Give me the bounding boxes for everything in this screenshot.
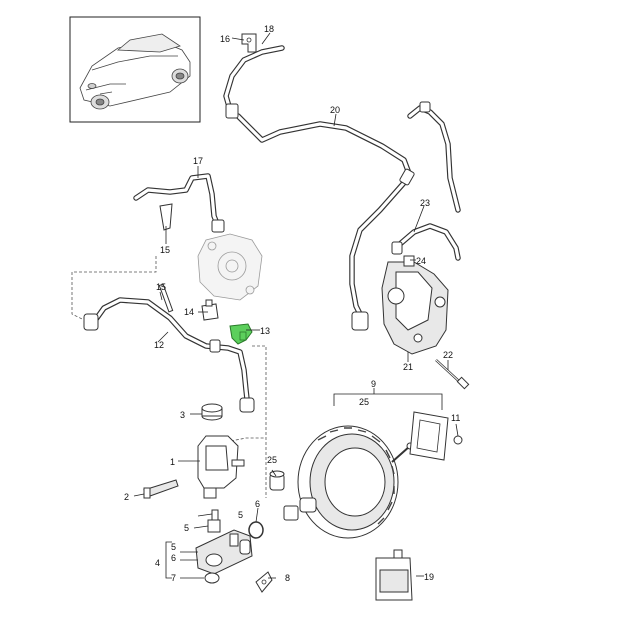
vacuum-hose-23 bbox=[391, 223, 461, 261]
brake-booster bbox=[283, 425, 414, 539]
bracket-8 bbox=[255, 571, 273, 593]
vacuum-hose-upper bbox=[223, 45, 461, 331]
callout-16: 17 bbox=[193, 156, 203, 166]
callout-5-top: 5 bbox=[238, 510, 243, 520]
vacuum-hose-16 bbox=[133, 173, 225, 233]
bolt-22 bbox=[435, 359, 470, 390]
callout-12: 12 bbox=[154, 340, 164, 350]
callout-4: 4 bbox=[155, 558, 160, 568]
gasket bbox=[409, 411, 449, 461]
sensor-2 bbox=[143, 479, 179, 499]
callout-6-right: 6 bbox=[255, 499, 260, 509]
reservoir-1 bbox=[197, 435, 245, 499]
callout-5-bracket: 5 bbox=[171, 542, 176, 552]
callout-20: 19 bbox=[424, 572, 434, 582]
callout-18: 18 bbox=[264, 24, 274, 34]
nut-11 bbox=[453, 435, 463, 445]
callout-24: 24 bbox=[416, 256, 426, 266]
callout-22: 22 bbox=[443, 350, 453, 360]
callout-21: 21 bbox=[403, 362, 413, 372]
callout-11: 11 bbox=[451, 413, 460, 423]
car-icon bbox=[79, 33, 191, 110]
vacuum-pump-faint bbox=[197, 233, 263, 301]
highlighted-bracket-13[interactable] bbox=[229, 323, 253, 345]
callout-6-bracket: 6 bbox=[171, 553, 176, 563]
leader-lines bbox=[133, 32, 459, 579]
callout-25-left: 25 bbox=[267, 455, 277, 465]
callout-8: 8 bbox=[285, 573, 290, 583]
oring-6 bbox=[248, 521, 264, 539]
callout-25-bracket: 25 bbox=[359, 397, 369, 407]
callout-23: 23 bbox=[420, 198, 430, 208]
callout-5-mid: 5 bbox=[184, 523, 189, 533]
vehicle-thumbnail bbox=[69, 16, 201, 123]
valve-unit-21 bbox=[381, 255, 449, 355]
callout-13: 13 bbox=[260, 326, 270, 336]
master-cylinder bbox=[195, 509, 253, 584]
reservoir-cap-3 bbox=[201, 403, 223, 421]
callout-17: 15 bbox=[160, 245, 170, 255]
callout-3: 3 bbox=[180, 410, 185, 420]
callout-19: 20 bbox=[330, 105, 340, 115]
callout-14: 14 bbox=[184, 307, 194, 317]
callout-1: 1 bbox=[170, 457, 175, 467]
callout-15-top: 16 bbox=[220, 34, 230, 44]
bracket-18 bbox=[241, 33, 257, 53]
callout-labels: 16 18 20 17 15 15 14 13 12 23 24 21 22 3… bbox=[124, 24, 460, 583]
callout-2: 2 bbox=[124, 492, 129, 502]
vacuum-hose-12 bbox=[83, 297, 255, 413]
callout-15-lower: 15 bbox=[156, 282, 166, 292]
brake-fluid-can-20 bbox=[375, 549, 413, 601]
line-15-lower bbox=[158, 283, 174, 313]
clip-14 bbox=[201, 299, 219, 321]
bracket-17 bbox=[159, 203, 173, 231]
callout-9: 9 bbox=[371, 379, 376, 389]
grommet-25 bbox=[269, 470, 285, 491]
callout-7: 7 bbox=[171, 573, 176, 583]
